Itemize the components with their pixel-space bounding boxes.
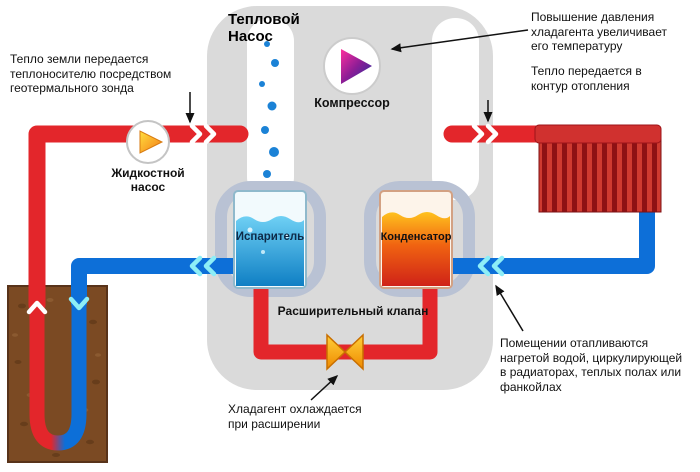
expansion-valve-icon: [326, 333, 364, 371]
compressor-icon: [323, 37, 381, 95]
condenser-vessel: [379, 190, 453, 289]
annotation-rooms-heating: Помещении отапливаются нагретой водой, ц…: [500, 336, 683, 394]
liquid-pump-icon: [126, 120, 170, 164]
condenser-label: Конденсатор: [380, 231, 452, 243]
hot-flow-arrow-icons: [26, 123, 499, 315]
evaporator-loop-tube: [215, 181, 326, 297]
annotation-ground-heat: Тепло земли передается теплоносителю пос…: [10, 52, 172, 96]
cold-pipe-radiator-to-condenser: [452, 198, 655, 274]
liquid-pump-label: Жидкостной насос: [111, 166, 185, 194]
vapor-bubbles-icon: [259, 41, 279, 178]
evaporator-label: Испаритель: [235, 231, 305, 243]
ground-u-pipe: [29, 296, 87, 451]
diagram-title: Тепловой Насос: [228, 11, 300, 45]
hot-pipe-ground-to-evaporator: [28, 125, 249, 314]
radiator: [534, 124, 662, 213]
refrigerant-channel-right: [432, 18, 479, 200]
ground-probe: [7, 285, 108, 463]
expansion-valve-label: Расширительный клапан: [277, 304, 429, 318]
condenser-loop-tube: [364, 181, 475, 297]
evaporator-vessel: [233, 190, 307, 289]
compressor-label: Компрессор: [314, 96, 390, 110]
annotation-heat-to-circuit: Тепло передается в контур отопления: [531, 64, 642, 93]
annotation-pressure-rise: Повышение давления хладагента увеличивае…: [531, 10, 667, 54]
annotation-refrigerant-cooling: Хладагент охлаждается при расширении: [228, 402, 362, 431]
cold-flow-arrow-icons: [68, 255, 505, 311]
annotation-arrow-icons: [185, 29, 529, 401]
